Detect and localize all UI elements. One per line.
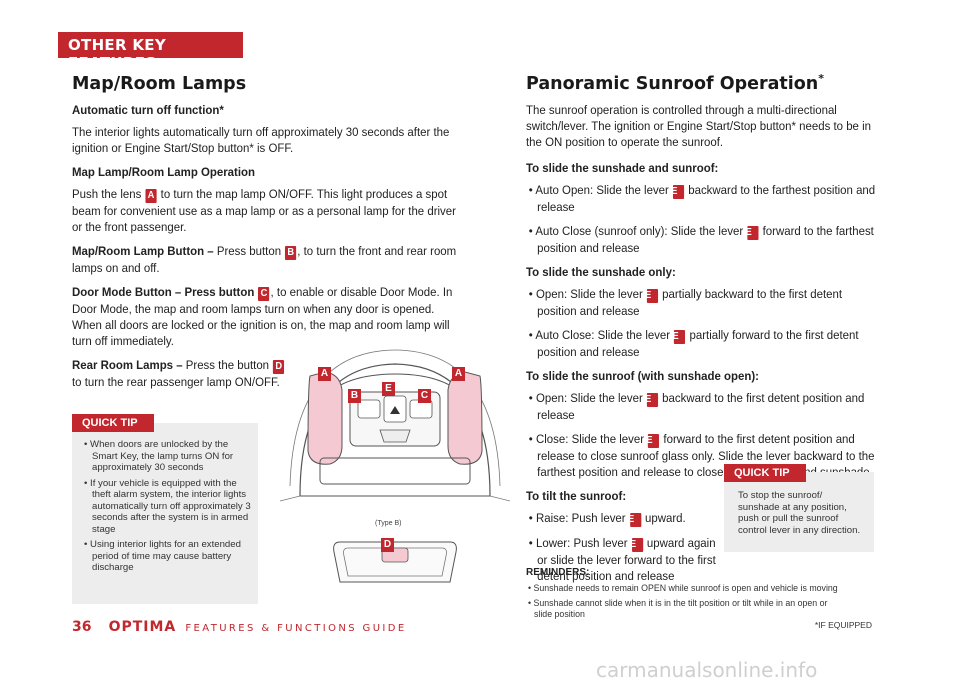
sunshade-only-heading: To slide the sunshade only: (526, 264, 676, 279)
reminders-title: REMINDERS: (526, 567, 590, 578)
callout-a-left: A (318, 367, 331, 381)
quick-tip-right-text: To stop the sunroof/ sunshade at any pos… (738, 490, 861, 536)
callout-c: C (418, 389, 431, 403)
map-lamp-text: Push the lens A to turn the map lamp ON/… (72, 187, 456, 234)
overhead-console-drawing (279, 349, 511, 583)
guide-name: FEATURES & FUNCTIONS GUIDE (185, 623, 407, 634)
quick-tip-item: • Using interior lights for an extended … (84, 539, 241, 573)
slide-both-heading: To slide the sunshade and sunroof: (526, 160, 719, 175)
quick-tip-item: • When doors are unlocked by the Smart K… (84, 439, 234, 473)
sunroof-open-item-2: • Close: Slide the lever E forward to th… (528, 431, 875, 479)
tilt-item-2: • Lower: Push lever E upward again or sl… (528, 535, 716, 583)
quick-tip-left: • When doors are unlocked by the Smart K… (72, 423, 258, 604)
illustration-caption: (Type B) (375, 520, 402, 527)
page-number: 36 (72, 619, 92, 635)
reminders: REMINDERS: • Sunshade needs to remain OP… (526, 567, 886, 624)
badge-d: D (273, 360, 285, 374)
reminder-item: • Sunshade cannot slide when it is in th… (528, 598, 828, 619)
sunshade-only-item-2: • Auto Close: Slide the lever E partiall… (528, 327, 859, 359)
overhead-console-illustration: (Type B) A A B E C D (279, 346, 511, 586)
callout-b: B (348, 389, 361, 403)
map-lamp-heading: Map Lamp/Room Lamp Operation (72, 165, 255, 179)
tilt-heading: To tilt the sunroof: (526, 488, 627, 503)
page-footer: 36 OPTIMA FEATURES & FUNCTIONS GUIDE (72, 616, 407, 635)
panoramic-sunroof-section: Panoramic Sunroof Operation* The sunroof… (526, 72, 886, 592)
sunroof-open-item-1: • Open: Slide the lever E backward to th… (528, 390, 865, 422)
sunroof-intro: The sunroof operation is controlled thro… (526, 102, 872, 149)
quick-tip-right: To stop the sunroof/ sunshade at any pos… (724, 472, 874, 552)
brand-name: OPTIMA (108, 619, 177, 635)
quick-tip-label-left: QUICK TIP (72, 414, 154, 432)
badge-b: B (285, 246, 297, 260)
auto-turn-off-text: The interior lights automatically turn o… (72, 125, 450, 155)
callout-a-right: A (452, 367, 465, 381)
rear-room-lamps-text: Rear Room Lamps – Press the button D to … (72, 357, 286, 390)
sunshade-only-item-1: • Open: Slide the lever E partially back… (528, 286, 843, 318)
callout-e: E (382, 382, 395, 396)
badge-c: C (258, 287, 270, 301)
badge-a: A (145, 189, 157, 203)
door-mode-text: Door Mode Button – Press button C, to en… (72, 285, 453, 348)
callout-d: D (381, 538, 394, 552)
sunroof-open-heading: To slide the sunroof (with sunshade open… (526, 368, 759, 383)
auto-turn-off-heading: Automatic turn off function* (72, 103, 224, 117)
slide-both-item-1: • Auto Open: Slide the lever E backward … (528, 182, 876, 214)
slide-both-item-2: • Auto Close (sunroof only): Slide the l… (528, 223, 874, 255)
quick-tip-label-right: QUICK TIP (724, 464, 806, 482)
if-equipped-note: *IF EQUIPPED (814, 620, 872, 630)
map-room-lamps-section: Map/Room Lamps Automatic turn off functi… (72, 74, 464, 398)
sunroof-title: Panoramic Sunroof Operation* (526, 72, 825, 94)
map-room-lamps-title: Map/Room Lamps (72, 74, 247, 94)
tilt-item-1: • Raise: Push lever E upward. (528, 510, 686, 527)
quick-tip-item: • If your vehicle is equipped with the t… (84, 477, 251, 535)
reminder-item: • Sunshade needs to remain OPEN while su… (528, 583, 838, 593)
map-room-button-text: Map/Room Lamp Button – Press button B, t… (72, 244, 457, 275)
watermark: carmanualsonline.info (596, 658, 818, 682)
section-header-tab: OTHER KEY FEATURES (58, 32, 243, 72)
